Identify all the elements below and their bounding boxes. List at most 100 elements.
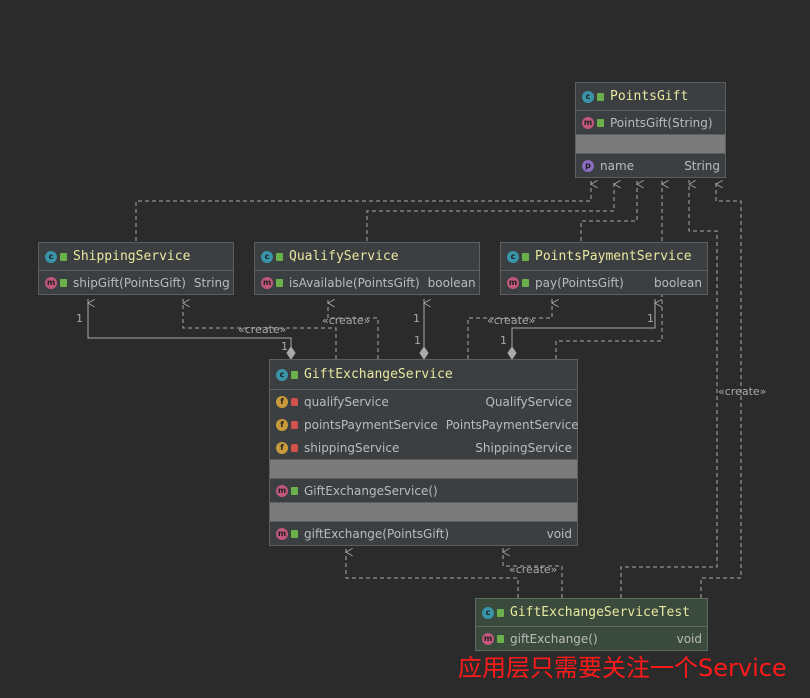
public-visibility-icon — [497, 608, 504, 617]
method-icon: m — [261, 276, 273, 289]
class-gift-exchange-service[interactable]: c GiftExchangeService f qualifyService Q… — [269, 359, 579, 546]
method-signature: pay(PointsGift) — [535, 275, 624, 290]
public-visibility-icon — [597, 118, 604, 127]
method-return-type: String — [193, 275, 230, 290]
field-type: ShippingService — [475, 440, 572, 455]
method-return-type: void — [546, 526, 572, 541]
method-return-type: void — [676, 631, 702, 646]
create-label: «create» — [487, 314, 536, 327]
method-signature: isAvailable(PointsGift) — [289, 275, 420, 290]
field-icon: f — [276, 441, 288, 454]
dep-shipping-to-pointsgift — [135, 180, 598, 241]
constructor-signature: PointsGift(String) — [610, 115, 713, 130]
method-icon: m — [276, 527, 288, 540]
field-type: QualifyService — [485, 394, 572, 409]
create-label: «create» — [322, 314, 371, 327]
field-row: f shippingService ShippingService — [270, 436, 577, 459]
method-icon: m — [276, 484, 288, 497]
create-label: «create» — [509, 563, 558, 576]
method-icon: m — [482, 632, 494, 645]
method-row: m giftExchange(PointsGift) void — [270, 522, 577, 545]
section-divider — [576, 134, 725, 154]
method-signature: giftExchange() — [510, 631, 598, 646]
diamond-shipping — [286, 346, 296, 360]
class-icon: c — [261, 250, 273, 263]
public-visibility-icon — [522, 252, 529, 261]
public-visibility-icon — [497, 634, 504, 643]
test-class-icon: c — [482, 606, 494, 619]
multiplicity-label: 1 — [413, 312, 420, 325]
public-visibility-icon — [522, 278, 529, 287]
public-visibility-icon — [276, 252, 283, 261]
public-visibility-icon — [291, 486, 298, 495]
class-points-payment-service[interactable]: c PointsPaymentService m pay(PointsGift)… — [500, 242, 708, 295]
method-return-type: boolean — [654, 275, 702, 290]
public-visibility-icon — [60, 278, 67, 287]
class-icon: c — [276, 368, 288, 381]
dep-payment-to-pointsgift — [580, 180, 644, 241]
class-name: PointsPaymentService — [535, 249, 692, 264]
multiplicity-label: 1 — [500, 334, 507, 347]
public-visibility-icon — [291, 529, 298, 538]
constructor-row: m GiftExchangeService() — [270, 479, 577, 502]
class-name: GiftExchangeServiceTest — [510, 605, 691, 620]
public-visibility-icon — [597, 92, 604, 101]
create-label: «create» — [718, 385, 767, 398]
create-shipping — [182, 299, 337, 359]
method-return-type: boolean — [427, 275, 476, 290]
multiplicity-label: 1 — [647, 312, 654, 325]
public-visibility-icon — [60, 252, 67, 261]
field-type: String — [684, 158, 720, 173]
class-header: c GiftExchangeServiceTest — [476, 599, 707, 627]
field-name: name — [600, 158, 635, 173]
private-lock-icon — [291, 397, 298, 406]
method-icon: m — [507, 276, 519, 289]
field-row: f qualifyService QualifyService — [270, 390, 577, 413]
create-test-to-giftexchange — [502, 548, 563, 598]
method-row: m pay(PointsGift) boolean — [501, 271, 707, 294]
field-type: PointsPaymentService — [445, 417, 579, 432]
class-gift-exchange-service-test[interactable]: c GiftExchangeServiceTest m giftExchange… — [475, 598, 708, 651]
dep-test-to-pointsgift-a — [620, 180, 718, 598]
field-icon: f — [276, 418, 288, 431]
constructor-signature: GiftExchangeService() — [304, 483, 438, 498]
class-icon: c — [45, 250, 57, 263]
method-icon: m — [582, 116, 594, 129]
assoc-shipping — [87, 299, 292, 353]
field-row: f pointsPaymentService PointsPaymentServ… — [270, 413, 579, 436]
assoc-payment — [511, 299, 662, 353]
field-name: shippingService — [304, 440, 400, 455]
class-points-gift[interactable]: c PointsGift m PointsGift(String) p name… — [575, 82, 726, 178]
class-header: c PointsGift — [576, 83, 725, 111]
class-shipping-service[interactable]: c ShippingService m shipGift(PointsGift)… — [38, 242, 234, 295]
class-name: GiftExchangeService — [304, 367, 453, 382]
public-visibility-icon — [276, 278, 283, 287]
field-name: pointsPaymentService — [304, 417, 438, 432]
field-icon: f — [276, 395, 288, 408]
class-header: c PointsPaymentService — [501, 243, 707, 271]
property-icon: p — [582, 159, 594, 172]
public-visibility-icon — [291, 370, 298, 379]
class-name: ShippingService — [73, 249, 191, 264]
method-signature: shipGift(PointsGift) — [73, 275, 186, 290]
diamond-payment — [507, 346, 517, 360]
dep-test-to-giftexchange — [345, 548, 519, 598]
dep-qualify-to-pointsgift — [366, 180, 621, 241]
method-icon: m — [45, 276, 57, 289]
class-name: PointsGift — [610, 89, 689, 104]
private-lock-icon — [291, 443, 298, 452]
class-header: c ShippingService — [39, 243, 233, 271]
multiplicity-label: 1 — [76, 312, 83, 325]
method-signature: giftExchange(PointsGift) — [304, 526, 450, 541]
method-row: m shipGift(PointsGift) String — [39, 271, 233, 294]
field-name: qualifyService — [304, 394, 389, 409]
method-row: m isAvailable(PointsGift) boolean — [255, 271, 479, 294]
section-divider — [270, 459, 577, 479]
section-divider — [270, 502, 577, 522]
class-qualify-service[interactable]: c QualifyService m isAvailable(PointsGif… — [254, 242, 480, 295]
private-lock-icon — [291, 420, 298, 429]
create-qualify — [327, 299, 379, 359]
diamond-qualify — [419, 346, 429, 360]
field-row: p name String — [576, 154, 725, 177]
